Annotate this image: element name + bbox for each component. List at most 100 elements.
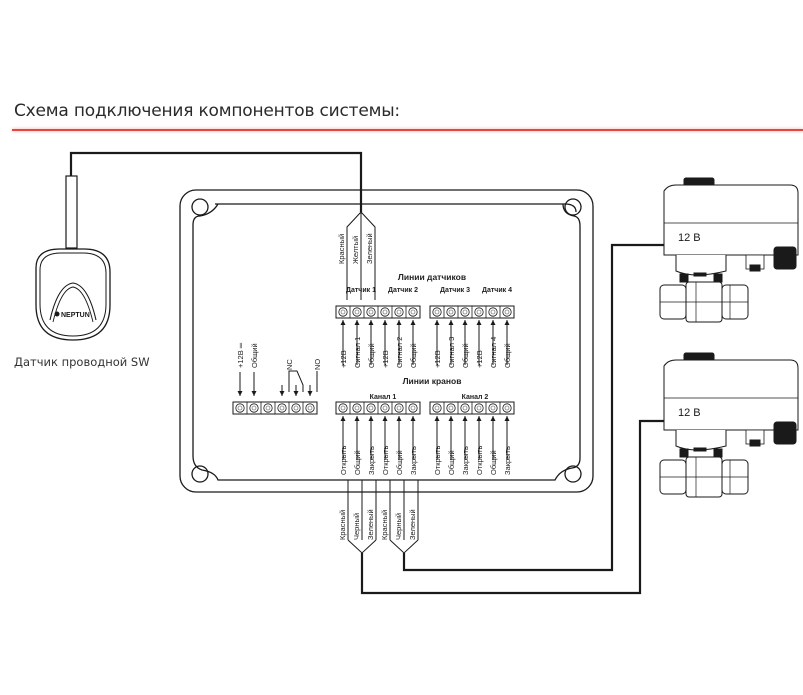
terminal-label: Общий	[409, 343, 418, 368]
sensor-group-label: Датчик 2	[388, 287, 418, 294]
valve-channel-label: Канал 2	[462, 394, 489, 401]
arrow-icon	[434, 416, 440, 421]
wired-sensor-sw	[35, 175, 111, 341]
terminal-label: Общий	[250, 343, 259, 368]
arrow-icon	[504, 320, 510, 325]
terminal-screw	[263, 403, 273, 413]
arrow-icon	[476, 320, 482, 325]
arrow-icon	[354, 320, 360, 325]
arrow-icon	[237, 391, 243, 396]
terminal-screw	[460, 307, 470, 317]
arrow-icon	[410, 416, 416, 421]
arrow-icon	[251, 391, 257, 396]
terminal-screw	[502, 307, 512, 317]
motorized-valve: 12 В	[659, 177, 799, 323]
terminal-screw	[352, 307, 362, 317]
terminal-screw	[474, 307, 484, 317]
sensor-group-label: Датчик 4	[482, 287, 512, 294]
relay-contacts	[288, 370, 318, 392]
arrow-icon	[368, 416, 374, 421]
terminal-label: Закрыть	[409, 446, 418, 475]
terminal-label: Общий	[461, 343, 470, 368]
arrow-icon	[396, 416, 402, 421]
terminal-screw	[338, 403, 348, 413]
arrow-icon	[279, 391, 285, 396]
controller-enclosure	[179, 189, 594, 493]
terminal-blocks	[232, 305, 515, 415]
terminal-label: Общий	[447, 450, 456, 475]
motorized-valves: 12 В 12 В	[659, 177, 799, 498]
terminal-screw	[446, 307, 456, 317]
terminal-label: Сигнал 2	[395, 337, 404, 368]
sensor-wire-label: Красный	[337, 234, 346, 264]
terminal-label: Открыть	[433, 445, 442, 475]
valve-cables	[360, 243, 664, 595]
valve-wire-label: Черный	[394, 513, 403, 540]
terminal-label: +12В	[433, 350, 442, 368]
arrow-icon	[462, 320, 468, 325]
terminal-label: +12В ═	[236, 342, 245, 368]
terminal-screw	[460, 403, 470, 413]
terminal-label: Общий	[353, 450, 362, 475]
arrow-icon	[382, 320, 388, 325]
terminal-screw	[408, 307, 418, 317]
arrow-icon	[434, 320, 440, 325]
terminal-label: Сигнал 4	[489, 337, 498, 368]
sensor-caption: Датчик проводной SW	[14, 355, 150, 369]
terminal-screw	[432, 403, 442, 413]
terminal-label: Закрыть	[503, 446, 512, 475]
terminal-screw	[277, 403, 287, 413]
valve-wire-fans	[347, 480, 419, 554]
valve-channel-label: Канал 1	[370, 394, 397, 401]
arrow-icon	[410, 320, 416, 325]
arrow-icon	[490, 416, 496, 421]
sensor-terminal-block-2	[429, 305, 515, 319]
valve-wire-label: Черный	[352, 513, 361, 540]
terminal-screw	[380, 403, 390, 413]
sensor-group-label: Датчик 1	[346, 287, 376, 294]
terminal-screw	[235, 403, 245, 413]
sensor-cable	[69, 151, 363, 212]
diagram-title: Схема подключения компонентов системы:	[14, 101, 400, 121]
arrow-icon	[382, 416, 388, 421]
terminal-screw	[366, 403, 376, 413]
terminal-screw	[488, 403, 498, 413]
terminal-label: Общий	[503, 343, 512, 368]
sensor-lines-header: Линии датчиков	[398, 272, 466, 282]
arrow-icon	[293, 391, 299, 396]
terminal-screw	[502, 403, 512, 413]
terminal-screw	[352, 403, 362, 413]
terminal-label: Общий	[489, 450, 498, 475]
motorized-valve: 12 В	[659, 352, 799, 498]
valve-wire-label: Зеленый	[366, 509, 375, 540]
terminal-screw	[366, 307, 376, 317]
terminal-screw	[305, 403, 315, 413]
terminal-screw	[474, 403, 484, 413]
valve-voltage-label: 12 В	[678, 407, 701, 419]
arrow-icon	[448, 320, 454, 325]
terminal-screw	[394, 403, 404, 413]
arrow-icon	[368, 320, 374, 325]
title-underline	[12, 129, 803, 131]
sensor-wire-label: Зеленый	[365, 233, 374, 264]
terminal-label: +12В	[339, 350, 348, 368]
terminal-label: Открыть	[339, 445, 348, 475]
terminal-screw	[338, 307, 348, 317]
terminal-label: +12В	[475, 350, 484, 368]
terminal-screw	[408, 403, 418, 413]
valve-connector	[773, 246, 797, 270]
terminal-screw	[446, 403, 456, 413]
arrow-icon	[504, 416, 510, 421]
relay-nc-label: NC	[285, 359, 294, 370]
sensor-brand-logo: NEPTUN	[61, 312, 90, 319]
terminal-label: Общий	[367, 343, 376, 368]
arrow-icon	[340, 320, 346, 325]
sensor-group-label: Датчик 3	[440, 287, 470, 294]
valve-terminal-block-1	[335, 401, 421, 415]
valve-voltage-label: 12 В	[678, 232, 701, 244]
terminal-label: +12В	[381, 350, 390, 368]
valve-wire-label: Красный	[338, 510, 347, 540]
valve-wire-label: Зеленый	[408, 509, 417, 540]
